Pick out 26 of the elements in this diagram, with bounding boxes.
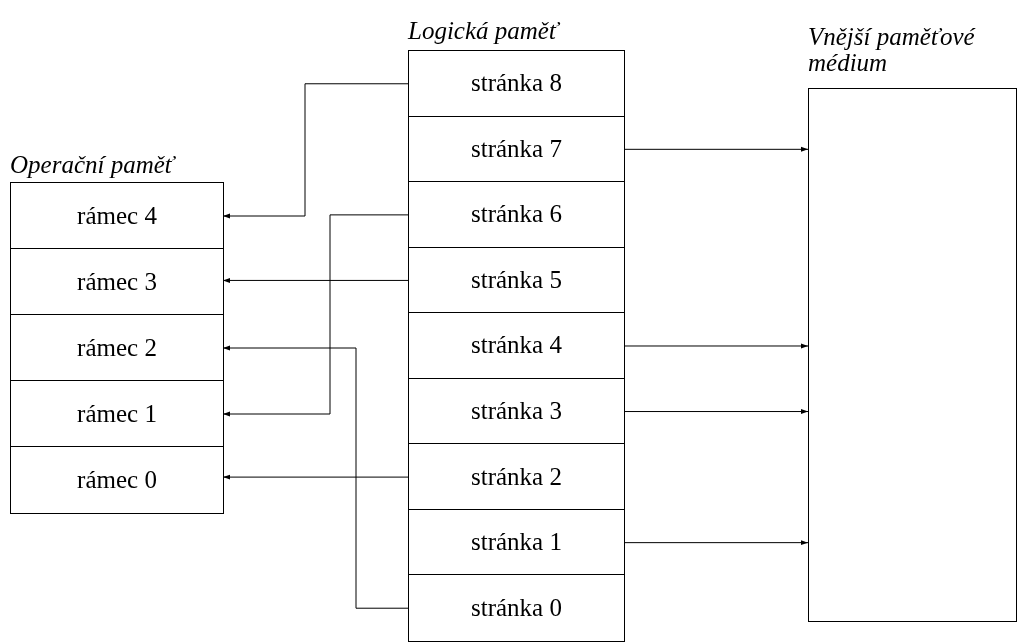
- column-heading: Vnější paměťové médium: [808, 24, 977, 76]
- cell-label: stránka 2: [471, 462, 562, 491]
- arrow: [222, 474, 410, 480]
- column-heading: Logická paměť: [408, 18, 561, 44]
- arrow: [623, 343, 809, 349]
- cell-label: stránka 3: [471, 397, 562, 426]
- cell-label: rámec 1: [77, 399, 157, 428]
- arrow: [623, 146, 809, 152]
- arrow: [222, 214, 410, 417]
- arrow: [222, 345, 410, 609]
- cell-label: rámec 0: [77, 466, 157, 494]
- cell-label: stránka 8: [471, 69, 562, 98]
- column-heading: Operační paměť: [10, 152, 177, 178]
- cell-label: rámec 2: [77, 333, 157, 362]
- cell-label: rámec 4: [77, 201, 157, 230]
- cell-label: rámec 3: [77, 267, 157, 296]
- arrow: [623, 540, 809, 546]
- cell-label: stránka 7: [471, 134, 562, 163]
- cell-label: stránka 4: [471, 331, 562, 360]
- cell-label: stránka 1: [471, 528, 562, 557]
- cell-label: stránka 0: [471, 594, 562, 623]
- cell-label: stránka 6: [471, 200, 562, 229]
- arrow: [222, 278, 410, 283]
- arrow: [623, 409, 809, 414]
- cell-label: stránka 5: [471, 265, 562, 294]
- arrow: [222, 83, 410, 219]
